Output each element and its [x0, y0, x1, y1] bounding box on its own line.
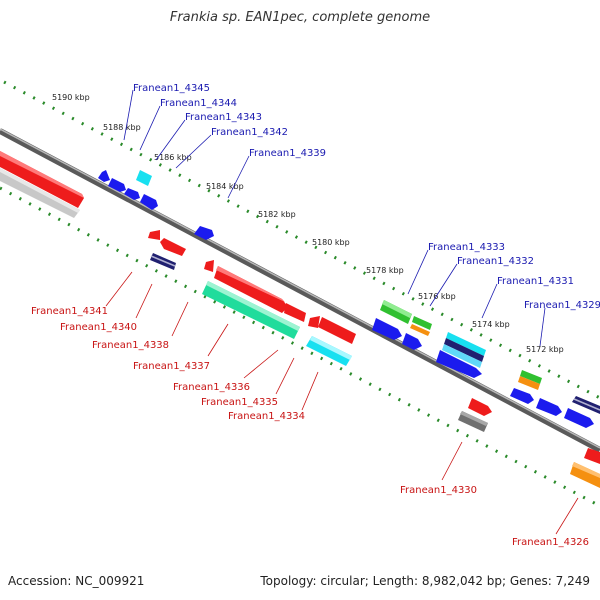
gene-feature-cyan	[446, 332, 486, 356]
gene-feature-orange	[518, 376, 540, 390]
scale: 5190 kbp 5188 kbp 5186 kbp 5184 kbp 5182…	[52, 93, 564, 354]
plus-leader-lines	[123, 89, 546, 347]
gene-label: Franean1_4341	[31, 306, 108, 317]
gene-feature-blue	[536, 398, 562, 416]
gene-label: Franean1_4338	[92, 340, 169, 351]
gene-feature-cyan	[136, 170, 152, 186]
gene-feature-orange	[570, 462, 600, 488]
plus-dotted-track	[3, 80, 600, 400]
gene-label: Franean1_4333	[428, 242, 505, 253]
gene-label: Franean1_4335	[201, 397, 278, 408]
gene-label: Franean1_4342	[211, 127, 288, 138]
gene-feature-navy	[572, 396, 600, 414]
scale-label: 5182 kbp	[258, 210, 296, 219]
gene-feature-cyan	[442, 344, 482, 368]
figure-title: Frankia sp. EAN1pec, complete genome	[169, 10, 431, 25]
gene-label: Franean1_4337	[133, 361, 210, 372]
scale-label: 5176 kbp	[418, 292, 456, 301]
gene-label: Franean1_4334	[228, 411, 305, 422]
gene-feature-blue	[108, 178, 126, 192]
gene-label: Franean1_4336	[173, 382, 250, 393]
minus-gene-labels: Franean1_4341 Franean1_4340 Franean1_433…	[31, 306, 589, 548]
scale-label: 5190 kbp	[52, 93, 90, 102]
gene-feature-blue	[372, 318, 402, 340]
gene-feature-blue	[510, 388, 534, 404]
gene-label: Franean1_4330	[400, 485, 477, 496]
gene-feature-orange	[410, 324, 430, 336]
gene-feature-blue	[564, 408, 594, 428]
minus-strand-features	[0, 151, 600, 488]
gene-label: Franean1_4326	[512, 537, 589, 548]
gene-label: Franean1_4332	[457, 256, 534, 267]
gene-label: Franean1_4331	[497, 276, 574, 287]
gene-feature-red	[308, 316, 320, 328]
backbone	[0, 128, 600, 453]
scale-label: 5178 kbp	[366, 266, 404, 275]
gene-label: Franean1_4340	[60, 322, 137, 333]
gene-feature-red	[148, 230, 160, 240]
gene-feature-blue	[402, 333, 422, 350]
minus-leader-lines	[105, 271, 579, 535]
gene-feature-red	[214, 266, 288, 313]
scale-label: 5180 kbp	[312, 238, 350, 247]
gene-feature-green	[412, 316, 432, 330]
gene-feature-blue	[124, 188, 140, 200]
gene-label: Franean1_4339	[249, 148, 326, 159]
gene-feature-blue	[436, 350, 482, 378]
genome-info-text: Topology: circular; Length: 8,982,042 bp…	[260, 574, 590, 588]
scale-label: 5186 kbp	[154, 153, 192, 162]
gene-feature-blue	[98, 170, 110, 182]
gene-feature-navy	[444, 338, 484, 362]
gene-feature-red	[204, 260, 214, 272]
scale-label: 5188 kbp	[103, 123, 141, 132]
accession-text: Accession: NC_009921	[8, 574, 145, 588]
gene-feature-red	[584, 448, 600, 464]
gene-feature-red	[284, 303, 306, 322]
gene-feature-teal	[202, 281, 300, 339]
plus-gene-labels: Franean1_4345 Franean1_4344 Franean1_434…	[133, 83, 600, 311]
gene-label: Franean1_4345	[133, 83, 210, 94]
plus-strand-features	[98, 170, 600, 428]
gene-feature-red	[160, 238, 186, 256]
scale-label: 5172 kbp	[526, 345, 564, 354]
gene-feature-blue	[140, 194, 158, 210]
gene-feature-blue	[194, 226, 214, 240]
gene-label: Franean1_4344	[160, 98, 237, 109]
gene-label: Franean1_4329	[524, 300, 600, 311]
gene-feature-red	[318, 317, 356, 344]
scale-label: 5184 kbp	[206, 182, 244, 191]
minus-dotted-track	[0, 186, 600, 508]
gene-label: Franean1_4343	[185, 112, 262, 123]
gene-feature-green	[520, 370, 542, 384]
scale-label: 5174 kbp	[472, 320, 510, 329]
gene-feature-red	[468, 398, 492, 416]
